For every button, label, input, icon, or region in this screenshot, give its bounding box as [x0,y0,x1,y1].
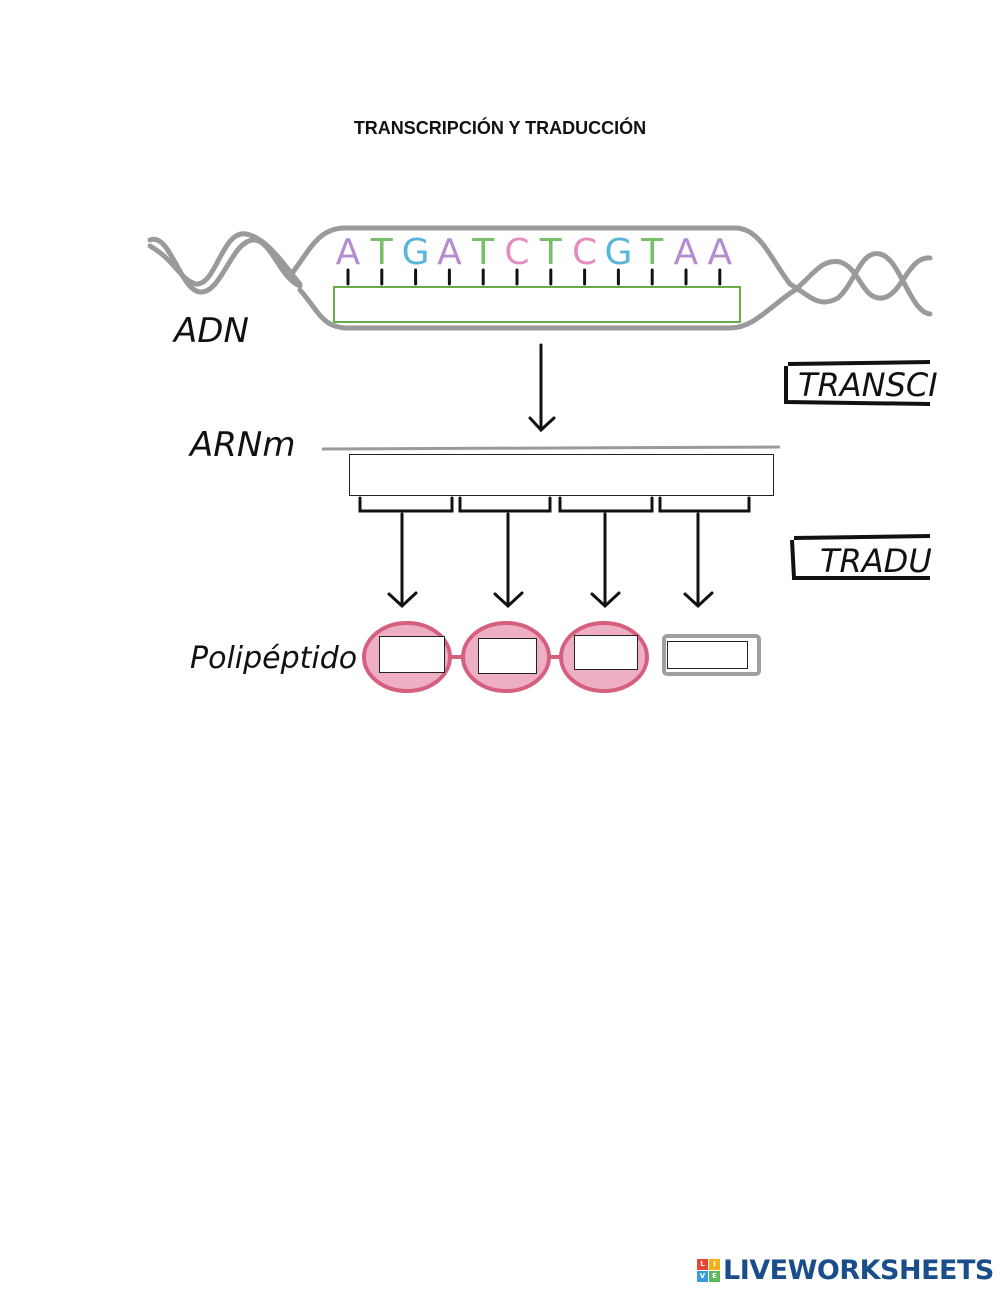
dna-base-1: A [336,232,361,273]
codon-bracket-1 [358,496,454,513]
transcription-arrow [528,343,556,433]
codon-bracket-4 [658,496,751,513]
dna-ticks [346,268,722,286]
tag-traduccion-text: TRADU [820,542,932,580]
aminoacid-2-input[interactable] [478,638,537,674]
logo-letter-i: I [709,1258,720,1270]
dna-base-4: A [437,232,462,273]
dna-base-10: T [640,232,664,273]
dna-base-3: G [402,232,430,273]
logo-letter-e: E [709,1270,720,1282]
label-arnm: ARNm [188,425,295,465]
stop-input[interactable] [667,641,748,669]
brand-text: LIVEWORKSHEETS [723,1254,994,1286]
translation-arrows [387,512,714,609]
mrna-strand [321,445,781,451]
logo-letter-l: L [697,1258,708,1270]
dna-base-7: T [539,232,563,273]
logo-letter-v: V [697,1270,708,1282]
tag-transcripcion: TRANSCI [784,360,938,406]
mrna-input[interactable] [349,454,774,496]
dna-base-12: A [707,232,732,273]
label-polipeptido: Polipéptido [190,641,357,676]
dna-base-8: C [572,232,597,273]
translation-arrow-3 [590,512,621,609]
aminoacid-3-input[interactable] [574,635,638,670]
codon-brackets [358,496,751,513]
tag-transcripcion-text: TRANSCI [798,366,938,404]
translation-arrow-4 [683,512,714,609]
dna-base-2: T [370,232,394,273]
tag-traduccion: TRADU [790,534,932,580]
dna-base-5: T [471,232,495,273]
dna-complement-input[interactable] [333,286,741,323]
dna-base-9: G [604,232,632,273]
aminoacid-1-input[interactable] [379,636,445,673]
dna-base-11: A [674,232,699,273]
codon-bracket-2 [458,496,552,513]
page-title: TRANSCRIPCIÓN Y TRADUCCIÓN [353,118,647,138]
dna-helix [147,225,933,331]
translation-arrow-2 [493,512,524,609]
label-adn: ADN [172,311,249,351]
codon-bracket-3 [558,496,654,513]
translation-arrow-1 [387,512,418,609]
dna-base-6: C [504,232,529,273]
